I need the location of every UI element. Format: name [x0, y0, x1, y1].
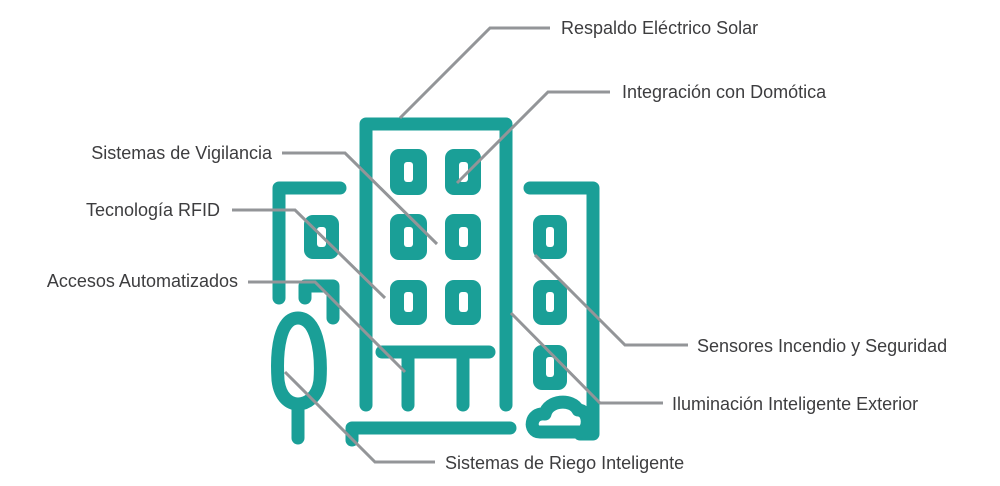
- left-building-outline: [272, 181, 347, 305]
- leader-domotica: [455, 90, 610, 185]
- leader-vigilancia: [282, 151, 439, 246]
- tree-icon: [271, 311, 327, 445]
- main-building-outline: [359, 117, 513, 412]
- leader-riego: [283, 370, 435, 464]
- label-domotica: Integración con Domótica: [622, 82, 827, 102]
- left-building-partial-window: [298, 279, 340, 325]
- leader-solar: [398, 26, 550, 120]
- label-rfid: Tecnología RFID: [85, 200, 220, 220]
- label-solar: Respaldo Eléctrico Solar: [561, 18, 759, 38]
- label-riego: Sistemas de Riego Inteligente: [445, 453, 685, 473]
- leader-iluminacion: [509, 311, 663, 405]
- label-iluminacion: Iluminación Inteligente Exterior: [672, 394, 919, 414]
- main-building-door: [375, 345, 496, 412]
- leader-accesos: [248, 280, 407, 374]
- label-sensores: Sensores Incendio y Seguridad: [697, 336, 948, 356]
- leader-sensores: [533, 253, 688, 347]
- bush-icon: [525, 395, 594, 439]
- leader-rfid: [232, 208, 387, 300]
- ground-line: [345, 421, 517, 447]
- label-vigilancia: Sistemas de Vigilancia: [91, 143, 272, 163]
- label-accesos: Accesos Automatizados: [46, 271, 238, 291]
